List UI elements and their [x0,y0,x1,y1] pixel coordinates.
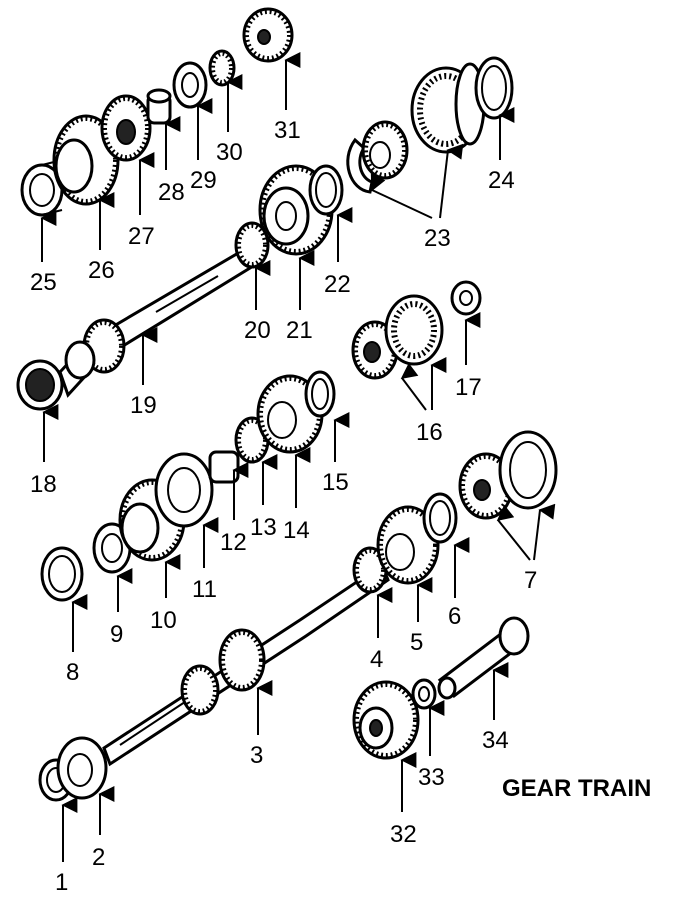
part-23-synchro-hub [346,120,409,194]
part-15-ring [304,370,336,418]
part-22-ring [308,164,344,216]
part-26-gear [52,114,120,206]
callout-6: 6 [448,603,461,630]
callout-13: 13 [250,514,277,541]
callout-8: 8 [66,659,79,686]
callout-2: 2 [92,844,105,871]
callout-32: 32 [390,821,417,848]
main-shaft-upper [16,164,344,411]
upper-gear-group [20,7,294,217]
callout-11: 11 [192,576,217,603]
part-30-nut [208,49,236,87]
callout-24: 24 [488,167,515,194]
part-20-needle-bearing [234,221,270,269]
callout-18: 18 [30,471,57,498]
callout-14: 14 [283,517,310,544]
part-18-bearing [16,359,64,411]
callout-23: 23 [424,225,451,252]
callout-4: 4 [370,646,383,673]
part-34-shaft [437,616,530,700]
callout-labels: 1 2 3 4 5 6 7 8 9 10 11 12 13 14 15 16 1… [30,117,537,896]
part-5-gear [376,505,440,585]
diagram-title: GEAR TRAIN [502,775,651,802]
callout-5: 5 [410,629,423,656]
synchro-group-upper [346,56,514,194]
part-32-reverse-idler-gear [352,680,420,760]
callout-34: 34 [482,727,509,754]
callout-20: 20 [244,317,271,344]
part-16-synchro-sleeve [384,294,444,366]
callout-16: 16 [416,419,443,446]
callout-26: 26 [88,257,115,284]
callout-3: 3 [250,742,263,769]
callout-12: 12 [220,529,247,556]
part-23-synchro-sleeve [410,62,486,154]
part-24-ring [474,56,514,120]
part-33-washer [411,678,437,710]
part-29-bearing [172,61,208,109]
callout-9: 9 [110,621,123,648]
lower-shaft-group [38,430,558,802]
callout-1: 1 [55,869,68,896]
part-19-shaft [58,249,253,398]
part-6-ring [422,492,458,544]
part-31-gear [242,7,294,63]
callout-29: 29 [190,167,217,194]
part-3-counter-shaft [102,562,390,767]
part-28-sleeve [146,88,172,125]
part-17-washer [450,280,482,316]
callout-10: 10 [150,607,177,634]
callout-15: 15 [322,469,349,496]
part-8-ring [40,546,84,602]
part-11-bearing [154,452,214,528]
callout-17: 17 [455,374,482,401]
callout-7: 7 [524,567,537,594]
middle-gear-row [40,370,336,602]
callout-27: 27 [128,223,155,250]
callout-33: 33 [418,764,445,791]
callout-31: 31 [274,117,301,144]
callout-25: 25 [30,269,57,296]
synchro-group-middle [351,280,482,380]
leader-arrows [40,52,556,862]
reverse-gear-group [352,616,530,760]
callout-21: 21 [286,317,313,344]
part-27-gear [100,94,152,162]
callout-19: 19 [130,392,157,419]
callout-30: 30 [216,139,243,166]
part-7-synchro-sleeve [498,430,558,510]
callout-28: 28 [158,179,185,206]
part-2-bearing [56,736,108,800]
callout-22: 22 [324,271,351,298]
